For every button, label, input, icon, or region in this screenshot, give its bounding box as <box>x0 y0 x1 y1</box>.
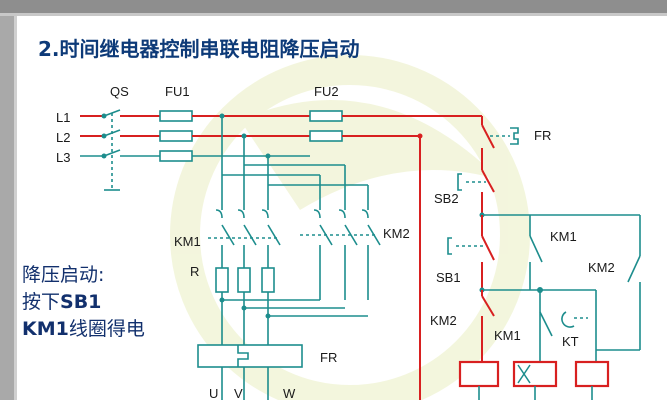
label-w: W <box>283 386 296 400</box>
note-line2: 按下SB1 <box>22 291 101 313</box>
explanation-note: 降压启动: 按下SB1 KM1线圈得电 <box>22 264 145 340</box>
note-line2-prefix: 按下 <box>22 291 60 313</box>
label-sb1: SB1 <box>436 270 461 285</box>
label-l1: L1 <box>56 110 70 125</box>
label-fr-ctrl: FR <box>534 128 551 143</box>
label-v: V <box>234 386 243 400</box>
km2-main-contacts <box>300 209 381 246</box>
label-km2-aux: KM2 <box>588 260 615 275</box>
note-line3: KM1线圈得电 <box>22 318 145 340</box>
watermark-logo <box>170 55 530 400</box>
label-km2-aux-left: KM2 <box>430 313 457 328</box>
resistors <box>215 267 275 293</box>
label-u: U <box>209 386 218 400</box>
control-circuit: FR SB2 SB1 KM1 <box>417 116 641 400</box>
label-km1-main: KM1 <box>174 234 201 249</box>
sb2-button <box>457 169 495 193</box>
note-line3-bold: KM1 <box>22 318 69 340</box>
label-km1-aux: KM1 <box>550 229 577 244</box>
km1-main-contacts <box>208 209 281 246</box>
fr-contact <box>481 124 519 149</box>
label-kt: KT <box>562 334 579 349</box>
km2-aux-contact <box>596 255 641 351</box>
label-sb2: SB2 <box>434 191 459 206</box>
label-km1-coil: KM1 <box>494 328 521 343</box>
label-km2-main: KM2 <box>383 226 410 241</box>
km1-aux-contact <box>529 235 543 263</box>
kt-timer-contact <box>540 289 597 362</box>
label-qs: QS <box>110 84 129 99</box>
label-l2: L2 <box>56 130 70 145</box>
fu1-fuses <box>159 110 193 162</box>
label-resistor: R <box>190 264 199 279</box>
qs-switch <box>103 109 121 191</box>
note-line2-bold: SB1 <box>60 291 101 313</box>
label-fu2: FU2 <box>314 84 339 99</box>
fr-thermal-element <box>197 344 303 368</box>
main-circuit: L1 L2 L3 QS FU1 <box>56 84 482 400</box>
km1-interlock-contact <box>539 311 553 337</box>
label-fu1: FU1 <box>165 84 190 99</box>
note-line1: 降压启动: <box>22 264 104 286</box>
label-l3: L3 <box>56 150 70 165</box>
label-fr-main: FR <box>320 350 337 365</box>
sb1-button <box>447 215 495 261</box>
km2-nc-contact <box>481 290 495 362</box>
diagram-title: 2.时间继电器控制串联电阻降压启动 <box>38 37 360 61</box>
note-line3-suffix: 线圈得电 <box>69 318 145 340</box>
coils <box>458 360 610 388</box>
